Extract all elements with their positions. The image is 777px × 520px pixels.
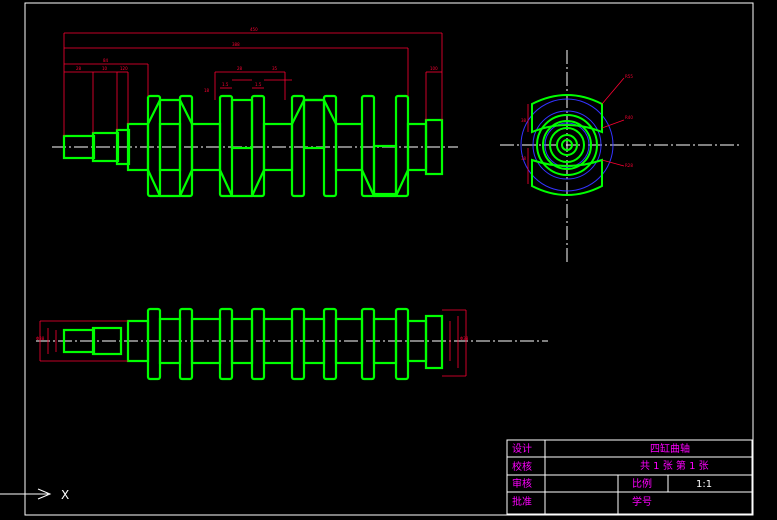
crank-outline-front [62,307,444,381]
dim-side-height-b: 38 [521,156,527,161]
top-dimension-texts: 450 388 84 28 10 120 28 35 18 100 1.5 1.… [76,27,438,93]
dim-length-k: 1.5 [222,82,229,87]
dim-length-b: 388 [232,42,240,47]
dim-length-h: 35 [272,66,278,71]
crankshaft-top-view[interactable]: 450 388 84 28 10 120 28 35 18 100 1.5 1.… [52,27,458,198]
tb-sheet-info: 共 1 张 第 1 张 [640,459,709,472]
dim-front-dia-a: Φ38 [36,336,45,341]
ucs-icon: X [0,488,69,502]
tb-designed-label: 设计 [512,442,532,455]
tb-scale-value: 1:1 [696,479,712,490]
hidden-circles [520,98,614,192]
dim-length-i: 18 [204,88,210,93]
dim-length-f: 120 [120,66,128,71]
dim-length-d: 28 [76,66,82,71]
ucs-x-label: X [61,488,69,502]
dim-side-r-top: R55 [625,74,633,79]
dim-length-j: 100 [430,66,438,71]
crankshaft-side-view[interactable]: R55 R40 R28 38 38 [500,50,742,262]
crank-outline-top [62,94,444,198]
title-block-grid [506,439,753,515]
tb-checked-label: 校核 [512,460,532,473]
top-view-dimensions [63,32,443,136]
side-outline [531,94,603,196]
dim-length-c: 84 [103,58,109,63]
tb-scale-label: 比例 [632,477,652,490]
tb-drawing-name: 四缸曲轴 [650,442,690,455]
dim-length-g: 28 [237,66,243,71]
dim-side-r-mid: R40 [625,115,633,120]
crankshaft-front-view[interactable]: Φ38 Φ38 [36,307,548,381]
side-view-dimensions [527,77,625,184]
dim-front-dia-b: Φ38 [460,336,469,341]
front-dimension-texts: Φ38 Φ38 [36,336,469,341]
tb-approved-label: 批准 [512,495,532,508]
title-block[interactable]: 设计 校核 审核 批准 四缸曲轴 共 1 张 第 1 张 比例 1:1 学号 [506,439,753,515]
dim-overall-length: 450 [250,27,258,32]
dim-length-e: 10 [102,66,108,71]
front-view-dimensions [39,309,467,377]
drawing-border [24,2,754,516]
dim-side-r-low: R28 [625,163,633,168]
dim-length-l: 1.5 [255,82,262,87]
dim-side-height-a: 38 [521,118,527,123]
tb-reviewed-label: 审核 [512,477,532,490]
tb-student-id-label: 学号 [632,495,652,508]
side-dimension-texts: R55 R40 R28 38 38 [521,74,633,168]
